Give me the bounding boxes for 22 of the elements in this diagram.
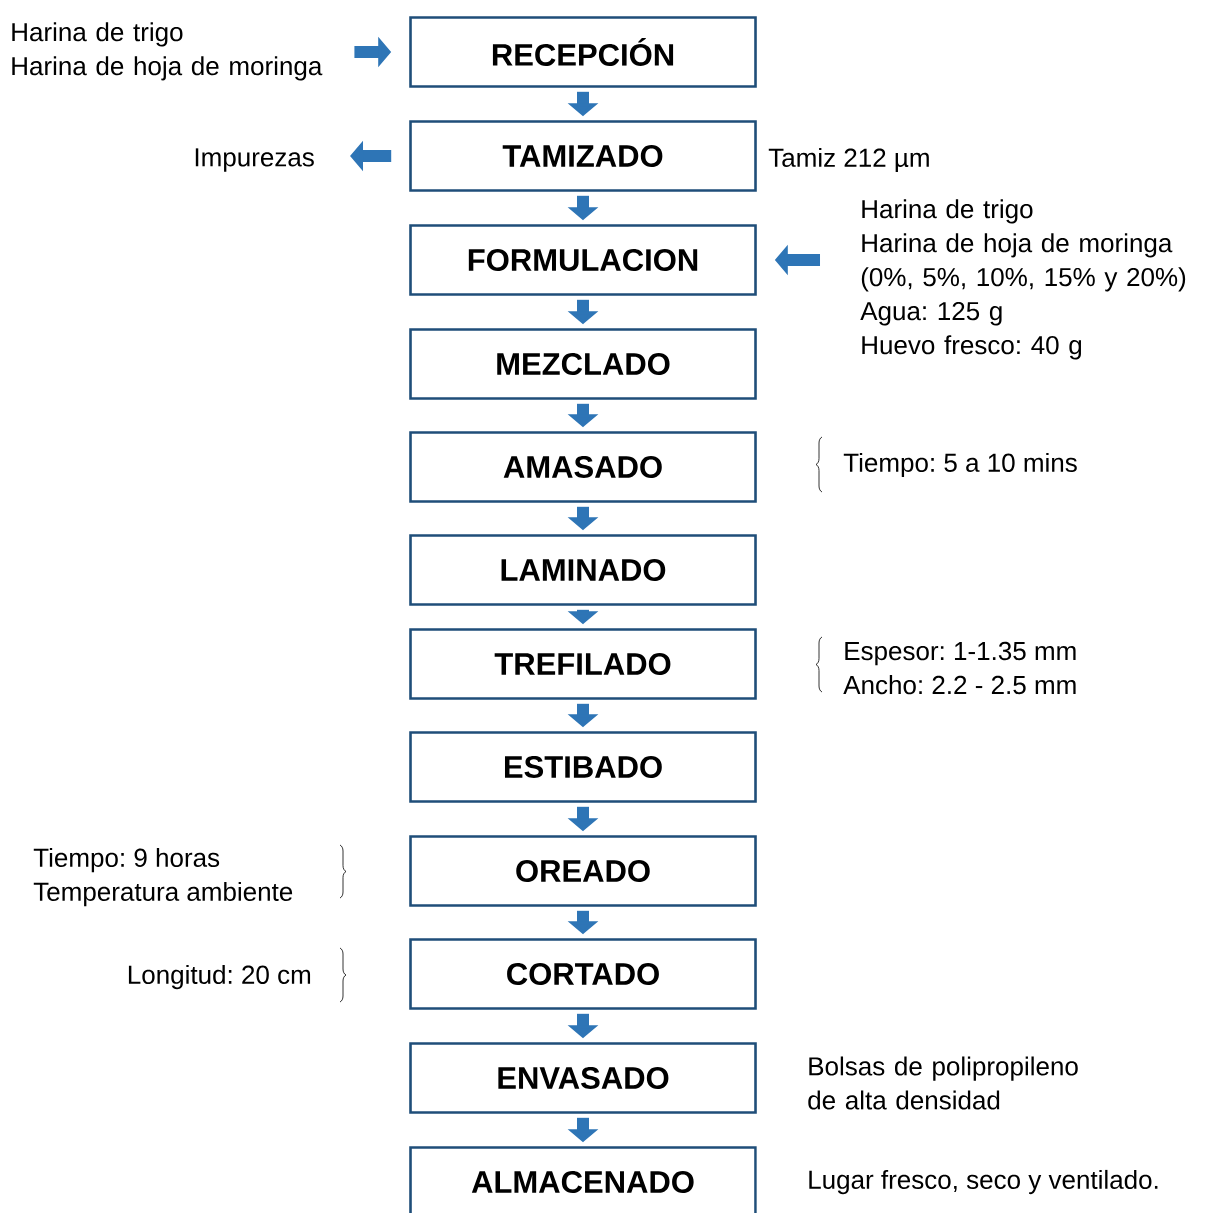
process-box: LAMINADO — [409, 534, 757, 606]
process-box: FORMULACION — [409, 224, 757, 296]
process-box: MEZCLADO — [409, 328, 757, 400]
side-note: Lugar fresco, seco y ventilado. — [809, 1169, 1158, 1195]
process-box: ENVASADO — [409, 1042, 757, 1114]
process-box: ALMACENADO — [409, 1146, 757, 1213]
process-box: CORTADO — [409, 938, 757, 1010]
side-note: Espesor: 1-1.35 mm Ancho: 2.2 - 2.5 mm — [843, 641, 1076, 695]
side-note: Tiempo: 9 horas Temperatura ambiente — [33, 847, 293, 907]
input-text: Impurezas — [195, 148, 314, 172]
process-box: RECEPCIÓN — [409, 16, 757, 88]
side-note: Bolsas de polipropileno de alta densidad — [808, 1056, 1078, 1110]
input-text: Harina de trigo Harina de hoja de moringa (0%, 5%, 10%, 15% y 20%) Agua: 125 g Huevo fresco: 40 g — [860, 199, 1186, 360]
input-text: Harina de trigo Harina de hoja de moringa — [12, 22, 323, 81]
side-note: Tiempo: 5 a 10 mins — [843, 452, 1077, 478]
process-box: AMASADO — [409, 431, 757, 503]
process-box: TAMIZADO — [409, 120, 757, 192]
side-note: Longitud: 20 cm — [128, 964, 311, 990]
process-box: ESTIBADO — [409, 731, 757, 803]
process-box: OREADO — [409, 835, 757, 907]
process-box: TREFILADO — [409, 628, 757, 700]
side-note: Tamiz 212 µm — [768, 147, 929, 173]
